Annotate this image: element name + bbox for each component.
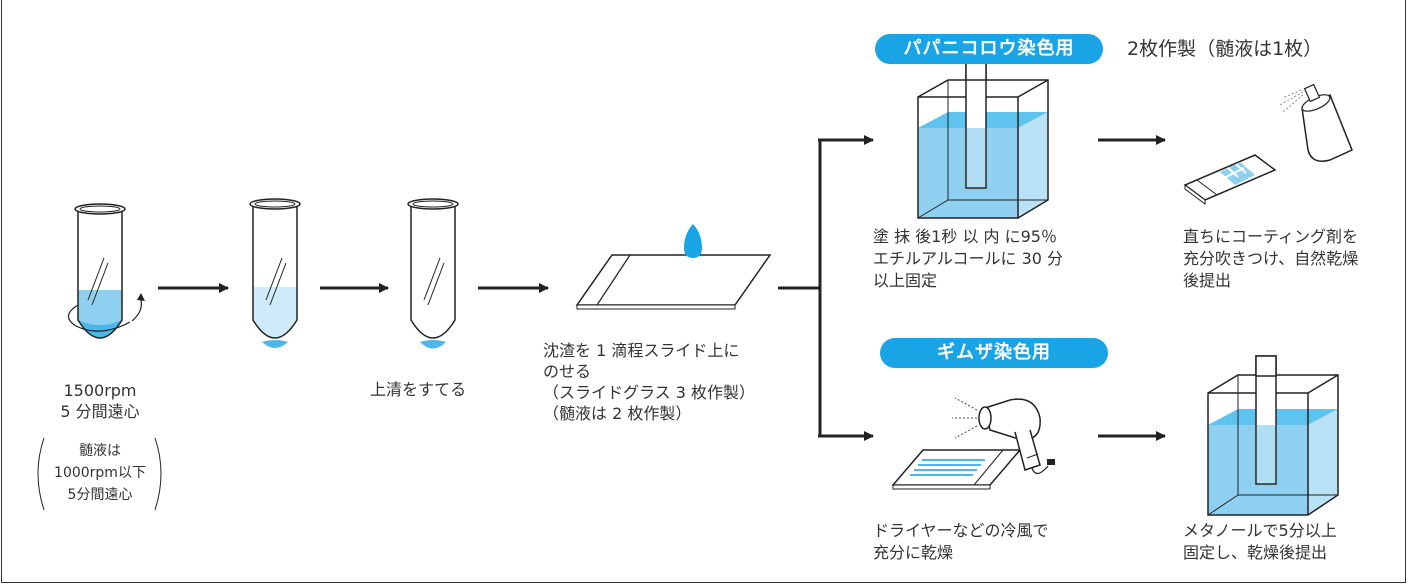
ethanol-container bbox=[917, 59, 1049, 219]
methanol-container bbox=[1207, 355, 1339, 516]
csf-note-line3: 5分間遠心 bbox=[67, 487, 133, 503]
rotation-arrow-icon bbox=[137, 293, 145, 301]
drop-instruction-line3: （スライドグラス 3 枚作製） bbox=[543, 383, 756, 402]
smear-slide bbox=[891, 449, 1022, 490]
test-tube-centrifuge bbox=[67, 203, 145, 339]
coating-text: 直ちにコーティング剤を 充分吹きつけ、自然乾燥 後提出 bbox=[1183, 227, 1359, 290]
giemsa-badge: ギムザ染色用 bbox=[880, 338, 1108, 368]
papanicolaou-badge: パパニコロウ染色用 bbox=[875, 34, 1103, 64]
drop-instruction-line4: （髄液は 2 枚作製） bbox=[543, 404, 692, 423]
branch-connector bbox=[778, 135, 874, 441]
drop-instruction-line1: 沈渣を 1 滴程スライド上に bbox=[543, 341, 740, 360]
note-bracket-right bbox=[154, 437, 162, 511]
dry-text: ドライヤーなどの冷風で 充分に乾燥 bbox=[873, 521, 1049, 562]
spray-can-icon bbox=[1279, 83, 1353, 162]
papanicolaou-count-note: 2枚作製（髄液は1枚） bbox=[1127, 38, 1323, 60]
test-tube-sediment bbox=[407, 198, 459, 349]
drop-instruction-line2: のせる bbox=[543, 362, 592, 381]
note-bracket-left bbox=[37, 437, 45, 511]
csf-note-line2: 1000rpm以下 bbox=[54, 465, 146, 481]
slide-with-drop bbox=[575, 224, 772, 310]
hair-dryer-icon bbox=[952, 397, 1055, 475]
centrifuge-time-label: 5 分間遠心 bbox=[60, 402, 140, 421]
centrifuge-speed-label: 1500rpm bbox=[63, 381, 137, 400]
drop-icon bbox=[684, 224, 702, 258]
csf-note-line1: 髄液は bbox=[79, 443, 121, 459]
test-tube-separated bbox=[249, 198, 301, 348]
methanol-fix-text: メタノールで5分以上 固定し、乾燥後提出 bbox=[1183, 521, 1337, 562]
ethanol-fix-text: 塗 抹 後1秒 以 内 に95％ エチルアルコールに 30 分 以上固定 bbox=[873, 227, 1064, 290]
coated-slide bbox=[1183, 154, 1277, 205]
discard-supernatant-label: 上清をすてる bbox=[370, 380, 467, 399]
